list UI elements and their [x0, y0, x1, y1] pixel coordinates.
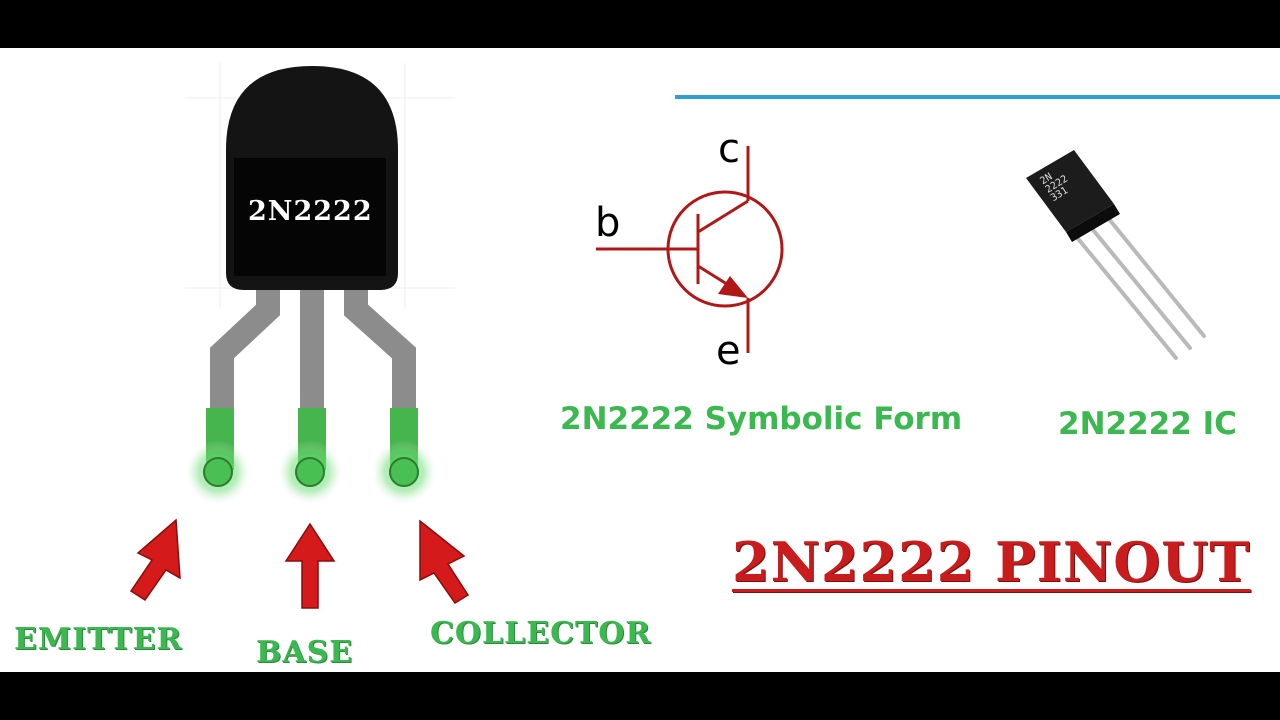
symbol-label-e: e	[716, 328, 741, 374]
transistor-drawing	[129, 63, 470, 609]
ic-caption: 2N2222 IC	[1058, 406, 1237, 442]
collector-arrow	[419, 519, 470, 605]
diagram-canvas: 2N2222 EMITTER BASE COLLECTOR c b e 2N22…	[0, 48, 1280, 672]
base-arrow	[284, 522, 336, 609]
top-letterbox	[0, 0, 1280, 48]
symbol-label-b: b	[595, 200, 621, 246]
symbol-circle	[666, 190, 784, 308]
pin-highlights	[186, 408, 436, 504]
symbol-collector-line	[697, 199, 749, 234]
pin-label-collector: COLLECTOR	[430, 616, 652, 651]
ic-leads	[1064, 201, 1206, 360]
ic-body	[1026, 150, 1120, 242]
bottom-letterbox	[0, 672, 1280, 720]
symbol-emitter-line	[697, 264, 739, 293]
body-marking: 2N2222	[248, 196, 373, 227]
pin-arrows	[129, 518, 470, 609]
page-title: 2N2222 PINOUT	[732, 530, 1251, 594]
transistor-body	[226, 66, 398, 290]
accent-line	[675, 95, 1280, 99]
symbol-emitter-arrow	[718, 276, 748, 298]
ic-marking: 2N 2222 331	[1038, 166, 1075, 204]
pin-label-base: BASE	[256, 635, 354, 670]
emitter-arrow	[129, 518, 181, 602]
symbol-label-c: c	[718, 126, 740, 172]
pin-label-emitter: EMITTER	[14, 622, 183, 657]
symbol-caption: 2N2222 Symbolic Form	[560, 401, 963, 437]
